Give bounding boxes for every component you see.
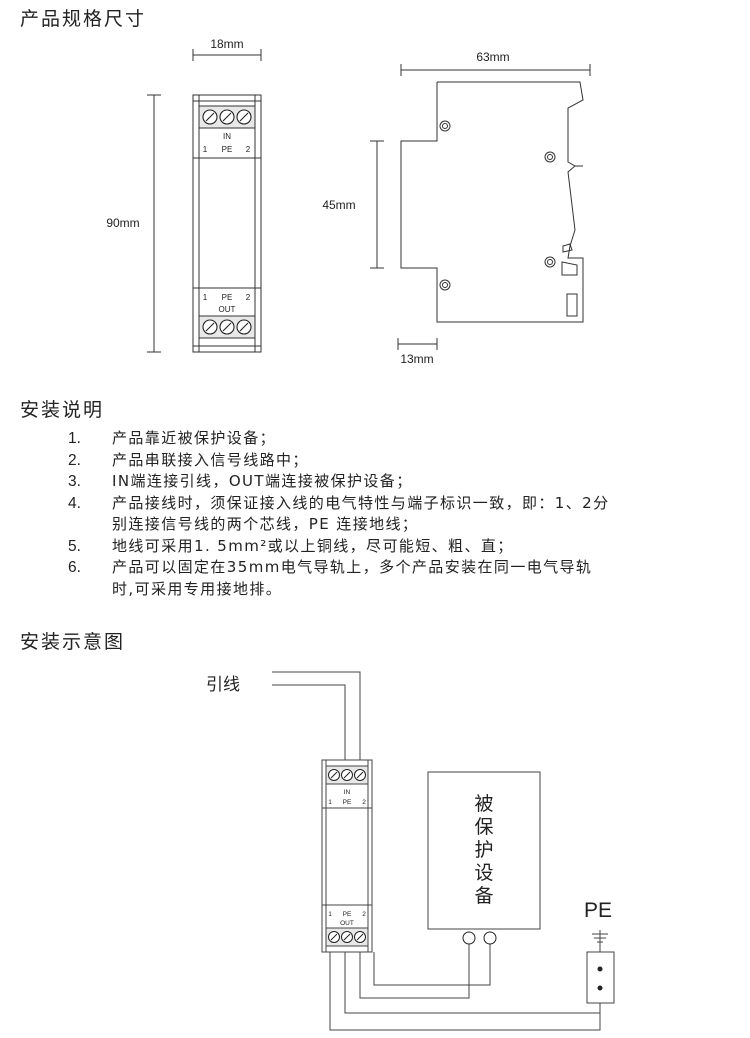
front-in-label: IN — [223, 132, 231, 141]
list-item: 5. 地线可采用1. 5mm²或以上铜线，尽可能短、粗、直； — [68, 536, 748, 558]
item-text: 产品可以固定在35mm电气导轨上，多个产品安装在同一电气导轨 时,可采用专用接地… — [112, 558, 593, 598]
lead-label: 引线 — [206, 675, 240, 695]
diagram-bottom-pin-pe: PE — [343, 911, 352, 918]
device-label-char: 护 — [474, 839, 493, 861]
item-text: 产品串联接入信号线路中； — [112, 450, 309, 469]
dimension-drawings: 18mm 90mm IN 1 PE 2 1 PE 2 OUT 63mm 45mm… — [106, 37, 591, 366]
diagram-out-label: OUT — [340, 920, 354, 927]
diagram-top-pin-pe: PE — [343, 799, 352, 806]
item-text: 产品靠近被保护设备； — [112, 429, 277, 447]
item-number: 6. — [68, 559, 81, 576]
side-height-label: 45mm — [322, 198, 355, 212]
item-text: IN端连接引线，OUT端连接被保护设备； — [112, 472, 413, 490]
side-width-label: 63mm — [476, 50, 509, 64]
front-bottom-pin1: 1 — [203, 293, 208, 302]
item-number: 4. — [68, 494, 81, 512]
device-label-char: 设 — [474, 862, 493, 884]
pe-label: PE — [584, 899, 612, 922]
list-item: 6. 产品可以固定在35mm电气导轨上，多个产品安装在同一电气导轨 时,可采用专用… — [68, 557, 748, 600]
front-width-label: 18mm — [210, 37, 243, 51]
pe-terminal-dot — [597, 966, 603, 972]
item-text: 产品接线时，须保证接入线的电气特性与端子标识一致，即：1、2分 别连接信号线的两… — [112, 493, 610, 534]
list-item: 1. 产品靠近被保护设备； — [68, 428, 748, 450]
diagram-in-label: IN — [344, 789, 351, 796]
front-top-pin-pe: PE — [222, 145, 233, 154]
list-item: 4. 产品接线时，须保证接入线的电气特性与端子标识一致，即：1、2分 别连接信号线… — [68, 493, 748, 536]
front-bottom-pin-pe: PE — [222, 293, 233, 302]
item-number: 5. — [68, 537, 81, 555]
section-title-install: 安装说明 — [20, 399, 105, 421]
item-number: 3. — [68, 473, 81, 490]
item-number: 2. — [68, 451, 81, 469]
device-label-char: 保 — [474, 816, 493, 838]
diagram-top-pin1: 1 — [328, 799, 332, 806]
list-item: 2. 产品串联接入信号线路中； — [68, 450, 748, 472]
diagram-bottom-pin1: 1 — [328, 911, 332, 918]
instruction-list: 1. 产品靠近被保护设备； 2. 产品串联接入信号线路中； 3. IN端连接引线，OU… — [68, 428, 748, 600]
side-bottom-label: 13mm — [400, 352, 433, 366]
pe-terminal-dot — [597, 985, 603, 991]
device-label-char: 备 — [474, 885, 493, 907]
diagram-bottom-pin2: 2 — [362, 911, 366, 918]
front-out-label: OUT — [219, 305, 236, 314]
diagram-top-pin2: 2 — [362, 799, 366, 806]
front-height-label: 90mm — [106, 216, 139, 230]
section-title-diagram: 安装示意图 — [20, 631, 126, 653]
list-item: 3. IN端连接引线，OUT端连接被保护设备； — [68, 471, 748, 493]
item-number: 1. — [68, 430, 81, 447]
item-text: 地线可采用1. 5mm²或以上铜线，尽可能短、粗、直； — [112, 536, 514, 555]
device-label-char: 被 — [474, 793, 493, 815]
front-top-pin2: 2 — [246, 145, 251, 154]
front-bottom-pin2: 2 — [246, 293, 251, 302]
front-top-pin1: 1 — [203, 145, 208, 154]
section-title-dimensions: 产品规格尺寸 — [20, 8, 147, 30]
